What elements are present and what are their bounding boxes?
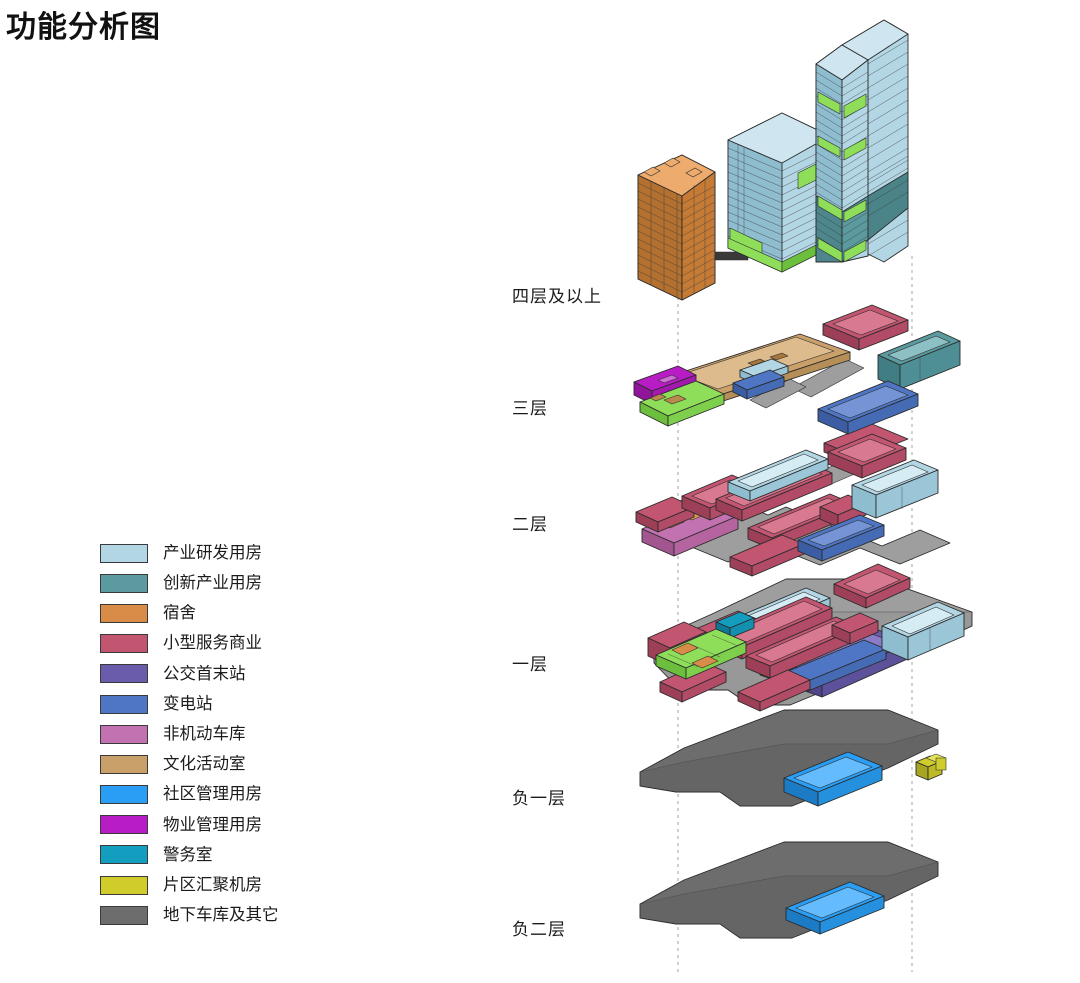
legend-item-culture-room: 文化活动室 [100,749,310,779]
block-innovation-f3 [877,330,961,390]
legend: 产业研发用房 创新产业用房 宿舍 小型服务商业 公交首末站 变电站 非机动车库 … [100,538,310,930]
block-green-courtyard-f3 [639,380,725,427]
legend-item-small-retail: 小型服务商业 [100,629,310,659]
legend-swatch-culture-room [100,754,148,774]
legend-swatch-community-admin [100,785,148,805]
block-retail-f1-bar2 [715,596,833,660]
block-retail-f1-bar3 [745,616,861,679]
legend-swatch-innovation-industry [100,573,148,593]
block-substation-f3 [732,369,785,400]
level-f1 [647,563,973,712]
legend-label-innovation-industry: 创新产业用房 [163,573,262,593]
tower-industrial-rd-mid [727,112,831,273]
block-retail-f1-top [833,563,911,609]
legend-item-police-room: 警务室 [100,840,310,870]
legend-swatch-underground-parking [100,905,148,925]
block-industrial-rd-f2-bar [727,449,829,502]
exploded-axonometric-diagram: .ol { stroke:#2b2b2b; stroke-width:0.9; … [620,0,1080,983]
legend-item-area-hub-room: 片区汇聚机房 [100,870,310,900]
level-b1 [639,709,947,807]
block-industrial-rd-f2-plate [851,459,939,519]
legend-swatch-police-room [100,845,148,865]
legend-swatch-bus-terminal [100,664,148,684]
block-industrial-rd-f1-plate [881,601,965,661]
legend-item-bus-terminal: 公交首末站 [100,659,310,689]
legend-item-substation: 变电站 [100,689,310,719]
legend-swatch-bicycle-garage [100,724,148,744]
floor-label-b2: 负二层 [512,920,566,939]
legend-label-small-retail: 小型服务商业 [163,633,262,653]
legend-item-dormitory: 宿舍 [100,598,310,628]
block-green-courtyard-f1 [655,628,747,680]
block-community-admin-b2 [785,881,885,935]
block-retail-f1-mid-stub [831,612,879,645]
tower-dormitory [637,154,749,301]
block-retail-f2-top-right [827,433,907,479]
legend-swatch-area-hub-room [100,875,148,895]
level-f2 [635,433,951,577]
legend-label-property-admin: 物业管理用房 [163,814,262,834]
block-area-hub-room-b1 [915,753,947,781]
block-retail-f3-top [822,304,909,351]
legend-item-bicycle-garage: 非机动车库 [100,719,310,749]
page-title: 功能分析图 [6,11,161,44]
floor-label-f4: 四层及以上 [512,287,602,306]
legend-swatch-substation [100,694,148,714]
tower-industrial-rd-tall [815,19,909,263]
block-substation-f2 [797,514,885,562]
legend-swatch-small-retail [100,634,148,654]
legend-label-culture-room: 文化活动室 [163,754,246,774]
legend-label-bicycle-garage: 非机动车库 [163,723,246,743]
block-retail-f1-bar4 [737,669,811,712]
level-f3 [633,304,961,468]
block-retail-f2-left [635,496,695,533]
legend-item-underground-parking: 地下车库及其它 [100,900,310,930]
legend-label-police-room: 警务室 [163,844,213,864]
block-retail-f2-bar4 [729,534,805,577]
legend-label-industrial-rd: 产业研发用房 [163,542,262,562]
legend-item-property-admin: 物业管理用房 [100,810,310,840]
floor-label-f3: 三层 [512,399,548,418]
legend-label-bus-terminal: 公交首末站 [163,663,246,683]
legend-label-underground-parking: 地下车库及其它 [163,905,279,925]
legend-item-industrial-rd: 产业研发用房 [100,538,310,568]
legend-label-dormitory: 宿舍 [163,603,196,623]
legend-label-community-admin: 社区管理用房 [163,784,262,804]
floor-label-f2: 二层 [512,515,548,534]
legend-swatch-industrial-rd [100,543,148,563]
level-f4-towers [637,19,909,301]
legend-item-community-admin: 社区管理用房 [100,780,310,810]
legend-item-innovation-industry: 创新产业用房 [100,568,310,598]
legend-label-area-hub-room: 片区汇聚机房 [163,874,262,894]
floor-label-f1: 一层 [512,655,548,674]
block-substation-f3-long [817,380,919,435]
legend-swatch-property-admin [100,815,148,835]
legend-swatch-dormitory [100,603,148,623]
block-community-admin-b1 [783,751,883,807]
floor-label-b1: 负一层 [512,789,566,808]
legend-label-substation: 变电站 [163,693,213,713]
level-b2 [639,841,939,939]
